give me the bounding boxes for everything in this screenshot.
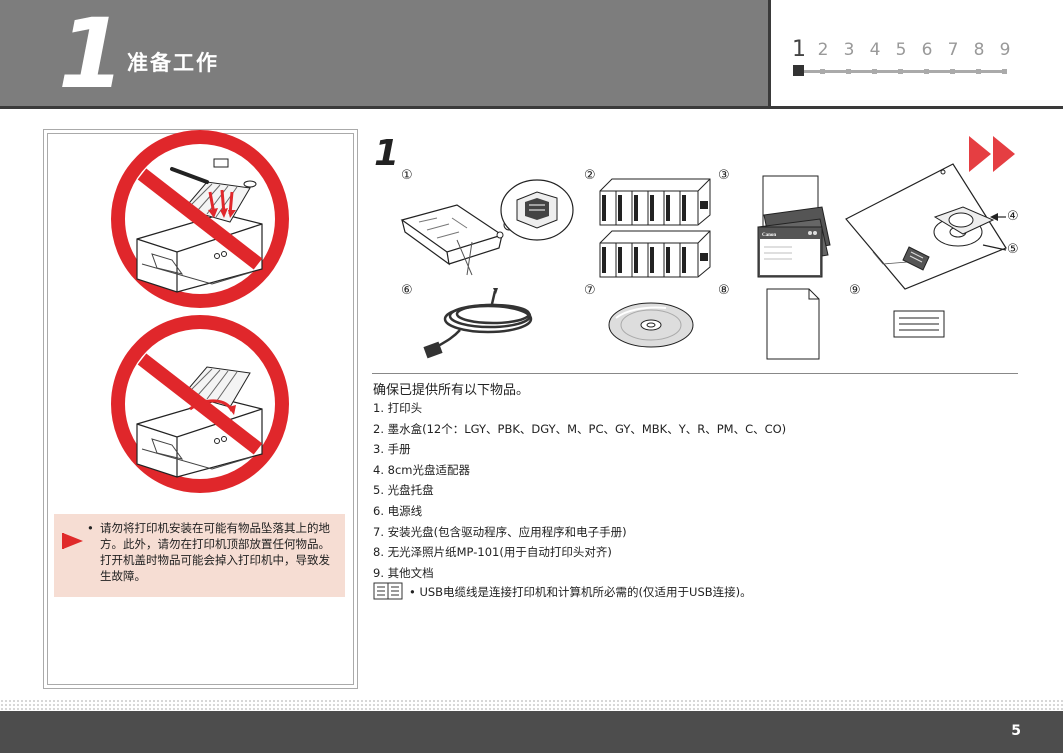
no-objects-on-paper-support-illustration bbox=[111, 130, 289, 308]
items-intro: 确保已提供所有以下物品。 bbox=[373, 383, 530, 398]
disc-tray-illustration bbox=[845, 163, 1007, 290]
step-marker bbox=[976, 69, 981, 74]
step-marker bbox=[950, 69, 955, 74]
step-marker bbox=[898, 69, 903, 74]
step-number: 1 bbox=[374, 133, 400, 174]
no-objects-on-cover-illustration bbox=[111, 315, 289, 493]
note-icon bbox=[373, 582, 403, 600]
other-documents-illustration bbox=[893, 310, 945, 338]
ink-tanks-illustration bbox=[599, 178, 711, 278]
step-marker bbox=[924, 69, 929, 74]
section-number: 1 bbox=[58, 0, 125, 110]
power-cord-illustration bbox=[423, 288, 533, 359]
step-6-link[interactable]: 6 bbox=[921, 40, 933, 60]
item-label-9: ⑨ bbox=[849, 283, 861, 298]
next-arrows-icon[interactable] bbox=[969, 134, 1021, 174]
list-item: 2. 墨水盒(12个：LGY、PBK、DGY、M、PC、GY、MBK、Y、R、P… bbox=[373, 421, 787, 436]
item-label-2: ② bbox=[584, 168, 596, 183]
step-7-link[interactable]: 7 bbox=[947, 40, 959, 60]
item-label-3: ③ bbox=[718, 168, 730, 183]
photo-paper-illustration bbox=[766, 288, 820, 360]
step-1-link[interactable]: 1 bbox=[792, 37, 806, 62]
step-marker-current bbox=[793, 65, 804, 76]
list-item: 5. 光盘托盘 bbox=[373, 483, 434, 498]
list-item: 3. 手册 bbox=[373, 442, 411, 457]
list-item: 9. 其他文档 bbox=[373, 565, 434, 580]
page-title: 准备工作 bbox=[127, 51, 219, 75]
step-navigation-area bbox=[771, 0, 1063, 109]
step-5-link[interactable]: 5 bbox=[895, 40, 907, 60]
footer-texture bbox=[0, 699, 1063, 711]
step-marker bbox=[872, 69, 877, 74]
warning-bullet: • bbox=[87, 521, 94, 535]
manuals-illustration: Canon bbox=[757, 175, 831, 278]
item-label-6: ⑥ bbox=[401, 283, 413, 298]
step-navigation: 1 2 3 4 5 6 7 8 9 bbox=[791, 37, 1021, 80]
step-marker bbox=[1002, 69, 1007, 74]
setup-cd-illustration bbox=[608, 302, 694, 348]
step-4-link[interactable]: 4 bbox=[869, 40, 881, 60]
step-8-link[interactable]: 8 bbox=[973, 40, 985, 60]
list-item: 4. 8cm光盘适配器 bbox=[373, 462, 470, 477]
items-list: 1. 打印头 2. 墨水盒(12个：LGY、PBK、DGY、M、PC、GY、MB… bbox=[373, 398, 786, 583]
note-text: USB电缆线是连接打印机和计算机所必需的(仅适用于USB连接)。 bbox=[419, 585, 752, 599]
step-progress-track bbox=[801, 70, 1005, 73]
step-9-link[interactable]: 9 bbox=[999, 40, 1011, 60]
content-divider bbox=[372, 373, 1018, 374]
item-label-4: ④ bbox=[1007, 209, 1019, 224]
manual-brand: Canon bbox=[762, 233, 776, 238]
item-label-7: ⑦ bbox=[584, 283, 596, 298]
step-marker bbox=[846, 69, 851, 74]
step-3-link[interactable]: 3 bbox=[843, 40, 855, 60]
page-number: 5 bbox=[1011, 723, 1021, 739]
print-head-illustration bbox=[400, 179, 574, 276]
warning-flag-icon bbox=[62, 533, 83, 549]
item-label-8: ⑧ bbox=[718, 283, 730, 298]
item-label-5: ⑤ bbox=[1007, 242, 1019, 257]
warning-callout: • 请勿将打印机安装在可能有物品坠落其上的地方。此外，请勿在打印机顶部放置任何物… bbox=[54, 514, 345, 597]
list-item: 1. 打印头 bbox=[373, 401, 423, 415]
header-bar: 1 准备工作 bbox=[0, 0, 768, 109]
item-label-1: ① bbox=[401, 168, 413, 183]
list-item: 7. 安装光盘(包含驱动程序、应用程序和电子手册) bbox=[373, 524, 627, 539]
list-item: 6. 电源线 bbox=[373, 503, 423, 518]
header-divider bbox=[768, 0, 771, 109]
warning-message: • 请勿将打印机安装在可能有物品坠落其上的地方。此外，请勿在打印机顶部放置任何物… bbox=[87, 520, 341, 584]
footer-bar: 5 bbox=[0, 711, 1063, 753]
note-bullet: • bbox=[409, 585, 416, 599]
list-item: 8. 无光泽照片纸MP-101(用于自动打印头对齐) bbox=[373, 545, 612, 560]
warning-text: 请勿将打印机安装在可能有物品坠落其上的地方。此外，请勿在打印机顶部放置任何物品。… bbox=[100, 521, 330, 583]
step-marker bbox=[820, 69, 825, 74]
step-2-link[interactable]: 2 bbox=[817, 40, 829, 60]
